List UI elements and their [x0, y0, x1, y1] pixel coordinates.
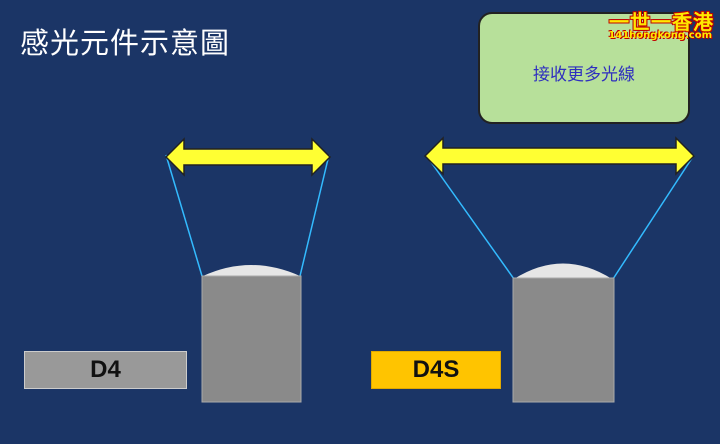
d4-ray-right: [299, 154, 330, 277]
watermark-main: 一世一香港: [609, 10, 714, 34]
watermark-logo: 一世一香港 141hongkong.com: [588, 2, 718, 46]
callout-text: 接收更多光線: [533, 65, 635, 85]
d4s-label: D4S: [371, 351, 501, 389]
d4s-ray-right: [612, 154, 695, 280]
watermark-url: 141hongkong.com: [608, 30, 712, 41]
d4-microlens: [203, 265, 300, 276]
slide-title: 感光元件示意圖: [20, 26, 231, 60]
d4s-microlens: [514, 263, 612, 279]
callout-box: 接收更多光線: [478, 12, 690, 124]
d4-sensor-pixel: [201, 275, 302, 403]
d4s-sensor-pixel: [512, 277, 615, 403]
d4s-ray-left: [425, 154, 515, 280]
d4s-width-arrow: [423, 136, 696, 176]
d4-width-arrow: [164, 137, 332, 177]
d4-ray-left: [165, 154, 203, 277]
d4-label: D4: [24, 351, 187, 389]
